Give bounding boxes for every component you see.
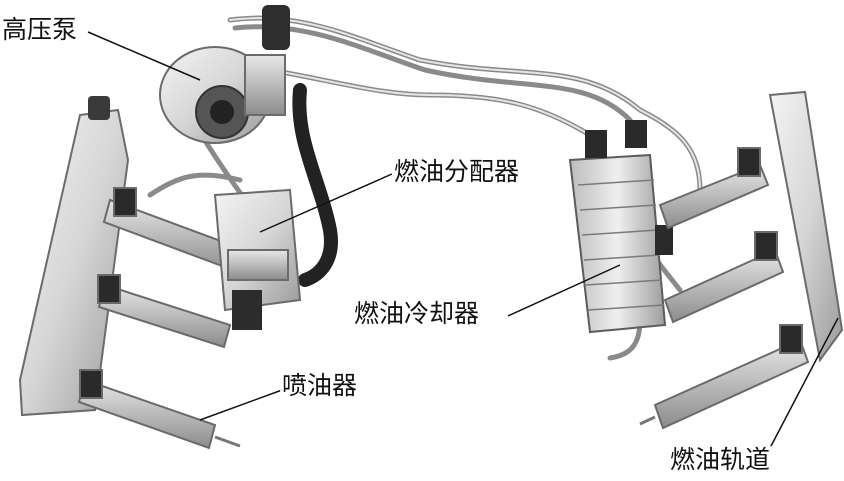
right-injectors — [640, 148, 808, 428]
label-high-pressure-pump: 高压泵 — [0, 16, 79, 43]
label-fuel-rail: 燃油轨道 — [668, 446, 772, 473]
fuel-distributor — [215, 190, 300, 330]
label-fuel-distributor: 燃油分配器 — [392, 158, 521, 185]
fuel-cooler — [570, 120, 673, 332]
rail-sensor-icon — [88, 96, 110, 120]
label-injector: 喷油器 — [280, 372, 359, 399]
left-fuel-rail — [20, 96, 128, 415]
black-hose — [299, 90, 331, 280]
right-fuel-rail — [770, 92, 842, 360]
leader-injector — [200, 390, 282, 420]
high-pressure-pump — [160, 5, 290, 143]
label-fuel-cooler: 燃油冷却器 — [352, 300, 481, 327]
